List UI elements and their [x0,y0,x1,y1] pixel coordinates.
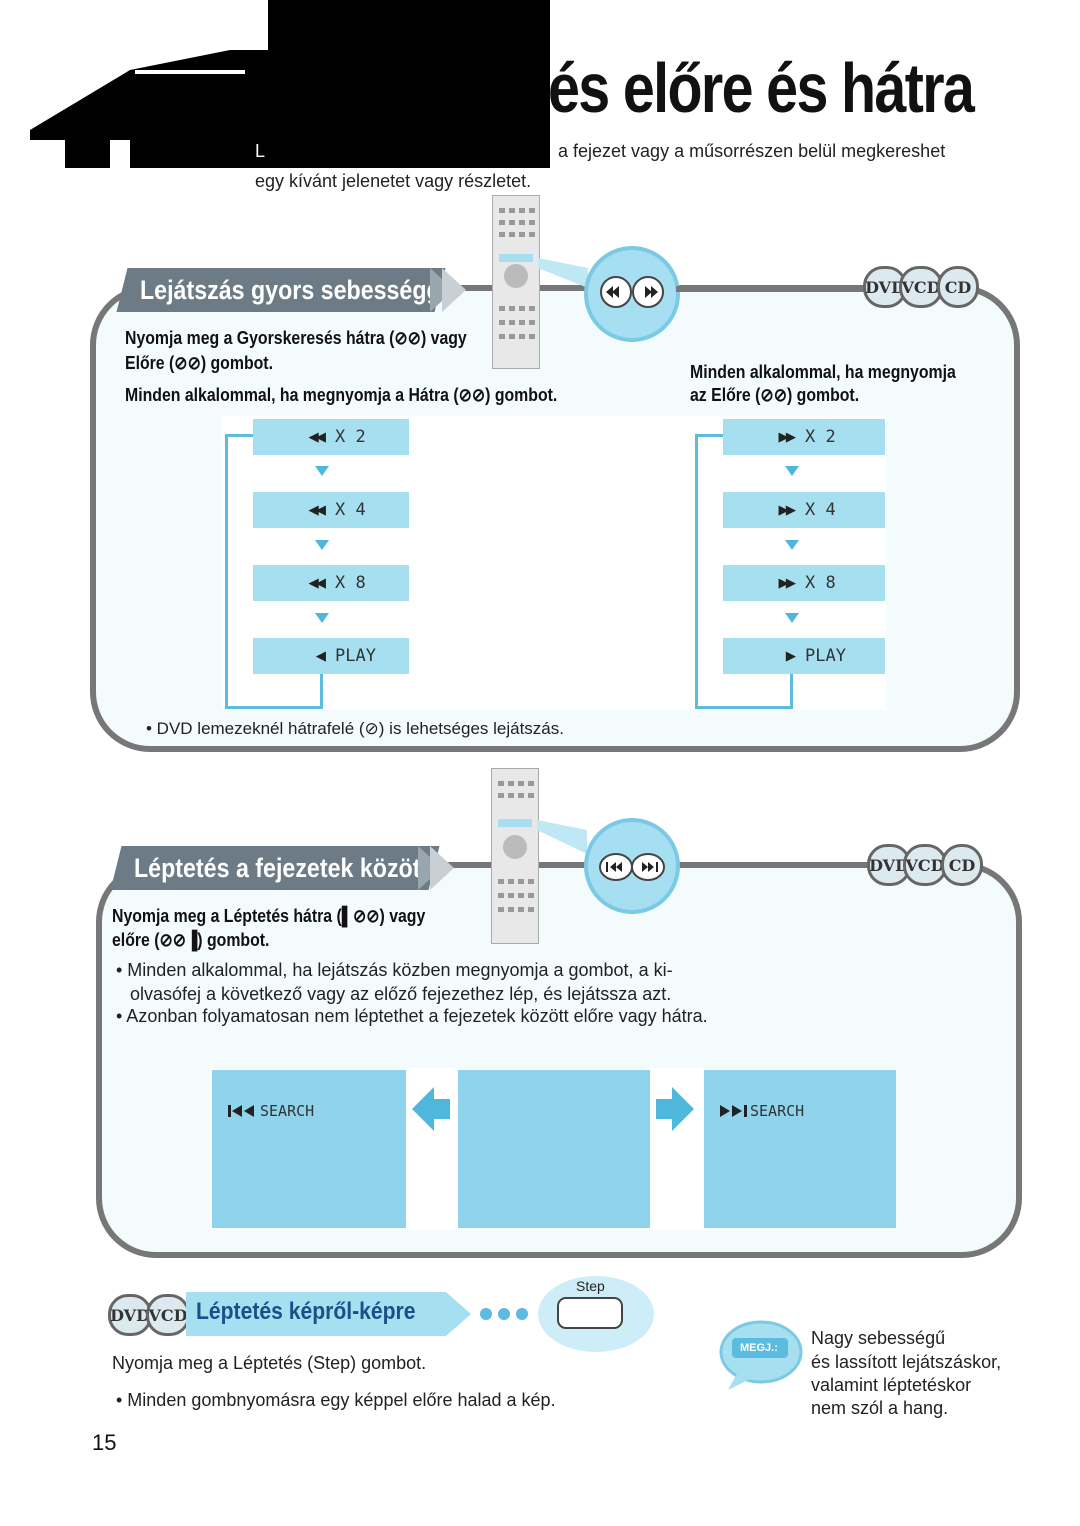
page-number: 15 [92,1430,117,1455]
note-label: MEGJ.: [740,1342,778,1354]
cd-badge: CD [941,844,983,886]
note-bubble-icon [719,1320,803,1390]
chapter-skip-bullet-1b: olvasófej a következő vagy az előző feje… [130,984,672,1004]
page-title: és előre és hátra [548,49,975,127]
arrow-down-icon [785,540,799,550]
frame-step-tab-bg [186,1292,528,1336]
chapter-skip-heading: Léptetés a fejezetek között [134,853,429,883]
tv-screen-current [458,1070,650,1228]
arrow-left-icon [412,1087,450,1131]
forward-caption-1: Minden alkalommal, ha megnyomja [690,362,956,382]
tv-screen-next: SEARCH [704,1070,896,1228]
arrow-down-icon [315,540,329,550]
zoom-callout [538,258,588,288]
fast-play-tab: Lejátszás gyors sebességgel [116,268,460,312]
frame-step-instruction: Nyomja meg a Léptetés (Step) gombot. [112,1353,427,1373]
tab-chevron-icon [442,268,466,312]
step-button-illustration [538,1276,654,1352]
intro-line1: a fejezet vagy a műsorrészen belül megke… [558,141,946,161]
intro-line2: egy kívánt jelenetet vagy részletet. [255,171,532,191]
tab-chevron-icon [430,846,454,890]
step-button-label: Step [576,1278,605,1294]
rewind-step-1: ◀◀X 2 [253,419,409,455]
arrow-right-icon [656,1087,694,1131]
chapter-skip-bullet-1a: • Minden alkalommal, ha lejátszás közben… [116,960,673,980]
remote-control-image [492,195,540,369]
rewind-step-2: ◀◀X 4 [253,492,409,528]
cd-badge: CD [937,266,979,308]
intro-start: L [255,141,266,161]
frame-step-heading: Léptetés képről-képre [196,1298,416,1325]
note-line-3: valamint léptetéskor [811,1375,972,1395]
rewind-caption: Minden alkalommal, ha megnyomja a Hátra … [125,385,558,405]
search-buttons-zoom [584,246,680,342]
fast-play-note: • DVD lemezeknél hátrafelé (⊘) is lehets… [146,719,564,738]
chapter-skip-instruction-1: Nyomja meg a Léptetés hátra (▌⊘⊘) vagy [112,906,426,926]
skip-back-icon [228,1105,254,1117]
forward-caption-2: az Előre (⊘⊘) gombot. [690,385,860,405]
remote-control-image [491,768,539,944]
chapter-skip-instruction-2: előre (⊘⊘▐) gombot. [112,930,270,950]
forward-step-2: ▶▶X 4 [723,492,885,528]
arrow-down-icon [315,466,329,476]
frame-step-bullet: • Minden gombnyomásra egy képpel előre h… [116,1390,556,1410]
rewind-step-play: ◀PLAY [253,638,409,674]
note-line-4: nem szól a hang. [811,1398,949,1418]
fast-play-heading: Lejátszás gyors sebességgel [140,275,461,305]
fast-play-instruction-1: Nyomja meg a Gyorskeresés hátra (⊘⊘) vag… [125,328,467,348]
forward-step-play: ▶PLAY [723,638,885,674]
screen-search-label: SEARCH [260,1102,315,1120]
dvd-badge: DVD [867,844,911,886]
skip-forward-icon [720,1105,747,1117]
chapter-skip-tab: Léptetés a fejezetek között [110,846,446,890]
tv-screen-prev: SEARCH [212,1070,406,1228]
note-line-2: és lassított lejátszáskor, [811,1352,1002,1372]
panel-top-line [676,286,866,292]
skip-buttons-zoom [584,818,680,914]
rewind-step-3: ◀◀X 8 [253,565,409,601]
vcd-badge: VCD [146,1294,190,1336]
arrow-down-icon [315,613,329,623]
forward-step-1: ▶▶X 2 [723,419,885,455]
arrow-down-icon [785,466,799,476]
fast-play-instruction-2: Előre (⊘⊘) gombot. [125,353,273,373]
zoom-callout [537,820,587,854]
note-line-1: Nagy sebességű [811,1328,946,1348]
header-black-block [268,0,550,168]
chapter-skip-bullet-2: • Azonban folyamatosan nem léptethet a f… [116,1006,708,1026]
header-black-shape [30,50,270,168]
arrow-down-icon [785,613,799,623]
forward-step-3: ▶▶X 8 [723,565,885,601]
vcd-badge: VCD [903,844,947,886]
vcd-badge: VCD [899,266,943,308]
panel-top-line [676,862,866,868]
screen-search-label: SEARCH [750,1102,805,1120]
dvd-badge: DVD [108,1294,152,1336]
